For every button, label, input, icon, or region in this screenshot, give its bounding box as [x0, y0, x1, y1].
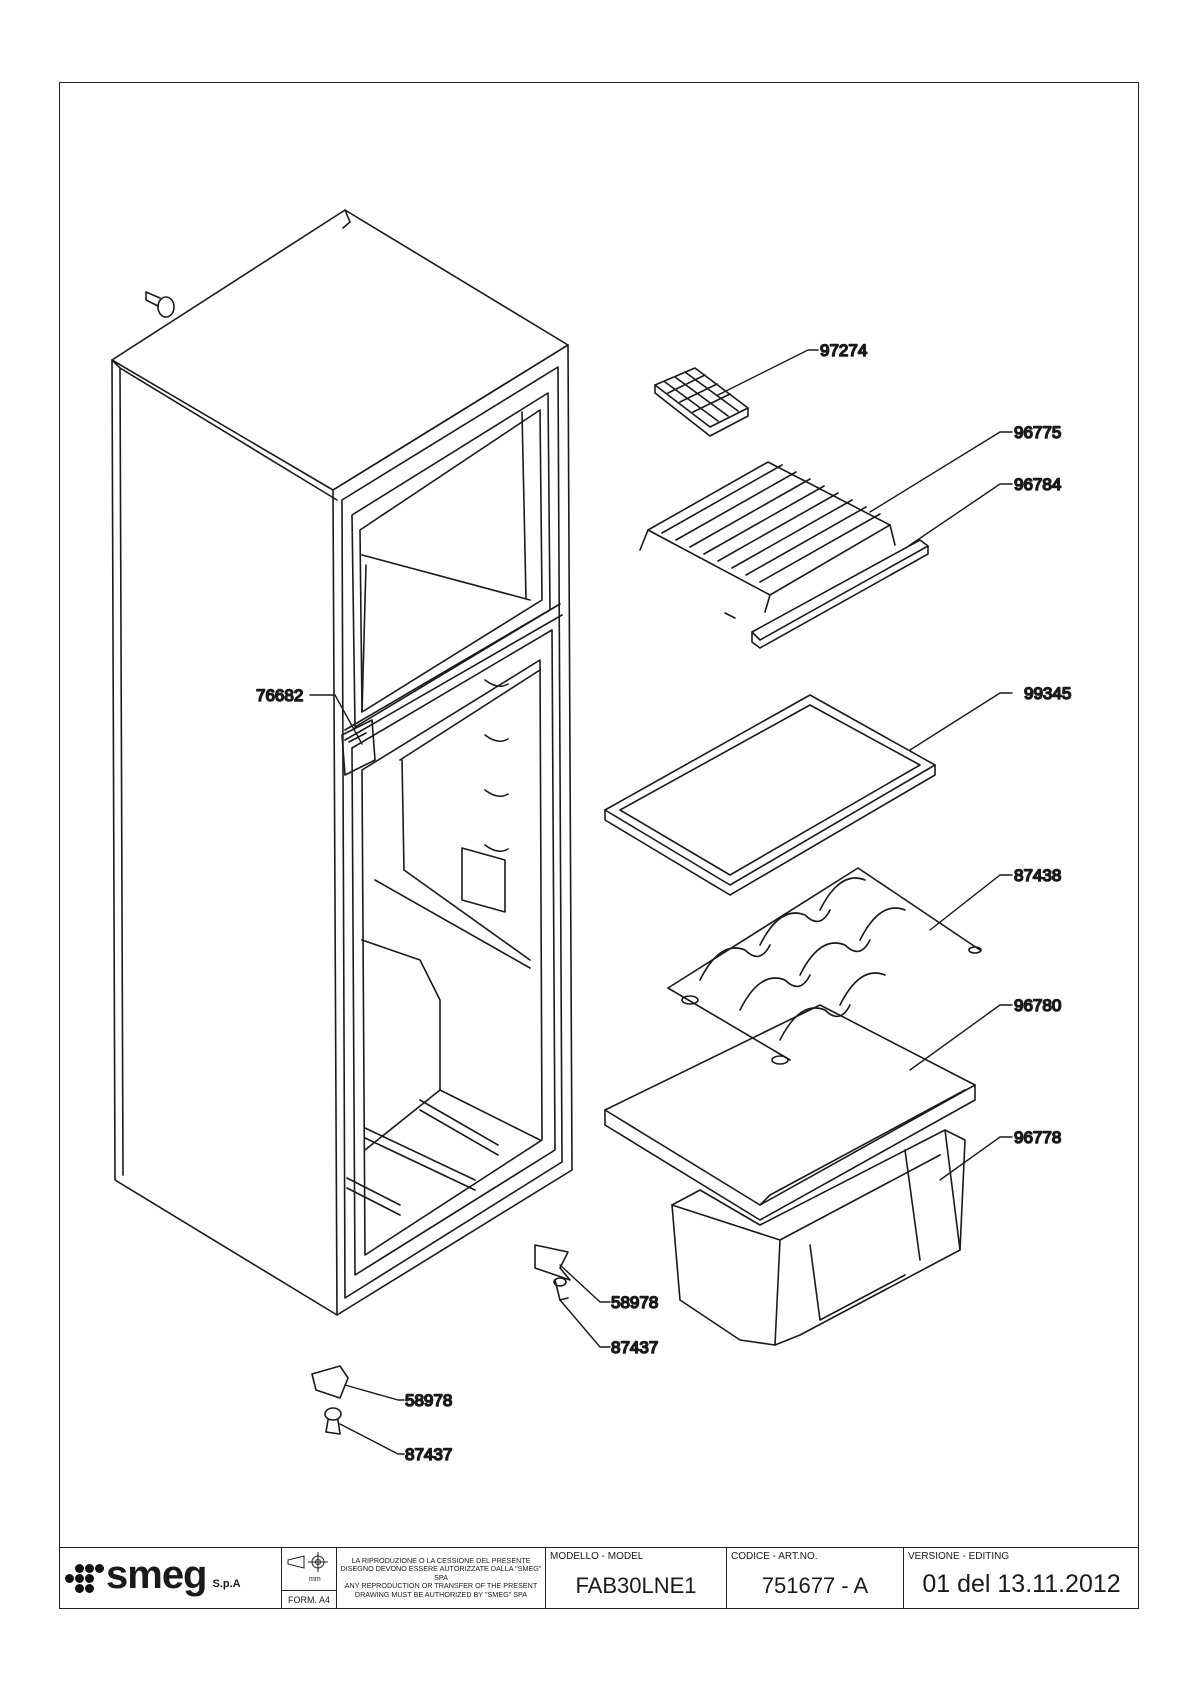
- logo-dots-icon: [65, 1564, 104, 1593]
- foot-bracket-left-part: [311, 1365, 349, 1435]
- legal-notice: LA RIPRODUZIONE O LA CESSIONE DEL PRESEN…: [337, 1548, 546, 1609]
- model-label: MODELLO - MODEL: [550, 1551, 644, 1562]
- crisper-drawer-part: [671, 1129, 966, 1346]
- legal-notice-english: ANY REPRODUCTION OR TRANSFER OF THE PRES…: [344, 1581, 538, 1599]
- version-label: VERSIONE - EDITING: [908, 1551, 1010, 1562]
- brand-name: smeg: [106, 1552, 207, 1597]
- top-knob-part: [145, 291, 175, 318]
- wire-shelf-part: [639, 461, 896, 619]
- part-label-87438: 87438: [1014, 866, 1061, 885]
- version-value: 01 del 13.11.2012: [922, 1570, 1121, 1598]
- version-field: VERSIONE - EDITING 01 del 13.11.2012: [904, 1548, 1139, 1609]
- legal-notice-italian: LA RIPRODUZIONE O LA CESSIONE DEL PRESEN…: [340, 1556, 542, 1582]
- refrigerator-cabinet: [111, 209, 573, 1316]
- brand-logo: smeg S.p.A: [59, 1548, 282, 1609]
- projection-symbol-cell: mm FORM. A4: [282, 1548, 337, 1609]
- part-label-97274: 97274: [820, 341, 867, 360]
- part-label-87437-right: 87437: [611, 1338, 658, 1357]
- drawing-sheet-border: [59, 82, 1139, 1609]
- model-field: MODELLO - MODEL FAB30LNE1: [546, 1548, 727, 1609]
- part-label-76682: 76682: [256, 686, 303, 705]
- svg-text:mm: mm: [309, 1576, 321, 1583]
- model-value: FAB30LNE1: [575, 1573, 697, 1598]
- code-field: CODICE - ART.NO. 751677 - A: [727, 1548, 904, 1609]
- ice-tray-part: [654, 367, 749, 437]
- projection-symbol-icon: mm: [287, 1552, 328, 1583]
- part-label-58978-left: 58978: [405, 1391, 452, 1410]
- foot-bracket-right-part: [534, 1244, 571, 1301]
- part-label-96780: 96780: [1014, 996, 1061, 1015]
- title-block: smeg S.p.A mm FORM. A4 LA RIPRODUZIONE O…: [59, 1547, 1139, 1609]
- part-label-96784: 96784: [1014, 475, 1061, 494]
- part-label-99345: 99345: [1024, 684, 1071, 703]
- bottle-rack-part: [667, 867, 982, 1065]
- part-label-58978-right: 58978: [611, 1293, 658, 1312]
- crisper-cover-part: [604, 1004, 976, 1221]
- form-size: FORM. A4: [282, 1590, 336, 1609]
- brand-suffix: S.p.A: [212, 1577, 241, 1590]
- code-label: CODICE - ART.NO.: [731, 1551, 818, 1562]
- code-value: 751677 - A: [761, 1573, 869, 1598]
- glass-shelf-part: [604, 694, 936, 896]
- leader-lines: [309, 349, 1013, 1455]
- part-label-87437-left: 87437: [405, 1445, 452, 1464]
- shelf-trim-part: [751, 539, 929, 649]
- part-label-96778: 96778: [1014, 1128, 1061, 1147]
- part-label-96775: 96775: [1014, 423, 1061, 442]
